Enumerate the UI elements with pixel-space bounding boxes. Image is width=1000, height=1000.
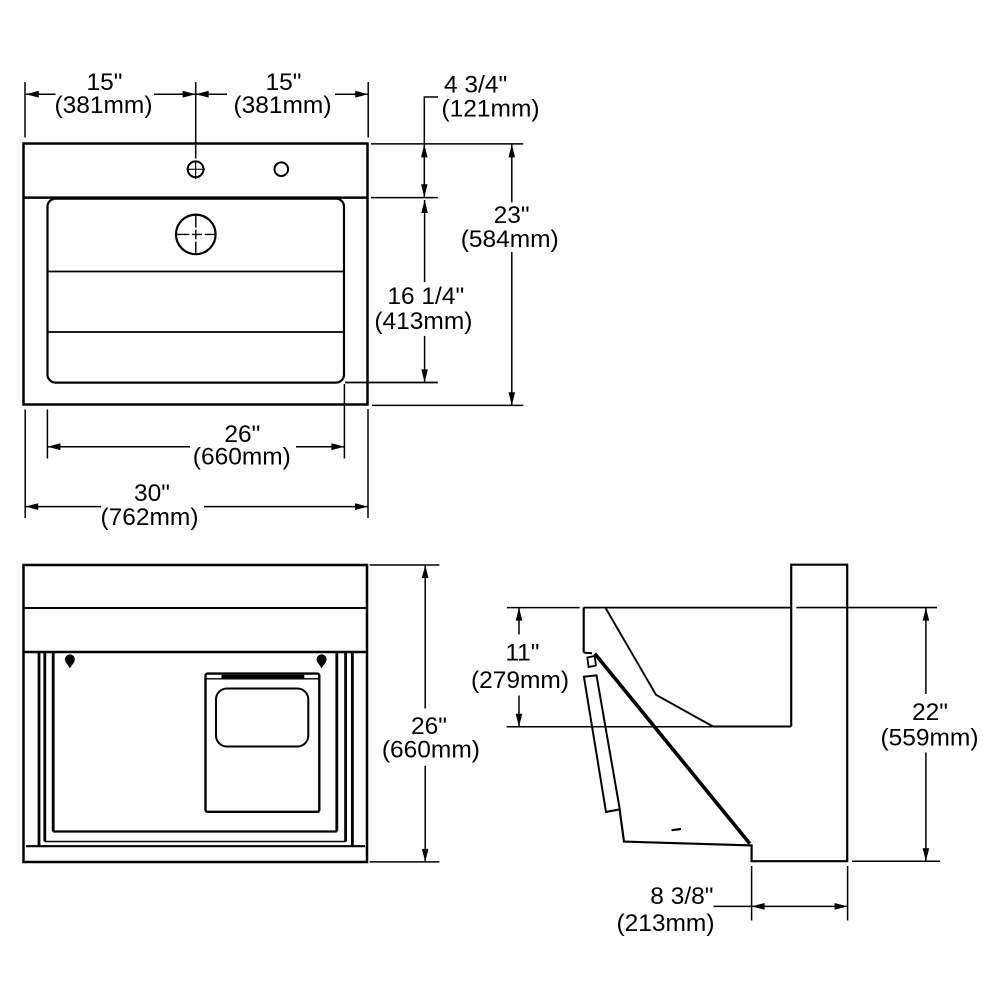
svg-text:(381mm): (381mm) [54,92,152,119]
svg-text:(413mm): (413mm) [374,308,472,335]
svg-text:4 3/4": 4 3/4" [444,72,507,99]
svg-text:23": 23" [494,202,530,229]
svg-text:(279mm): (279mm) [471,667,569,694]
svg-text:15": 15" [266,69,302,96]
svg-text:(762mm): (762mm) [100,504,198,531]
svg-text:8 3/8": 8 3/8" [650,883,713,910]
svg-text:(660mm): (660mm) [382,737,480,764]
svg-text:(559mm): (559mm) [880,725,978,752]
svg-text:(121mm): (121mm) [442,96,540,123]
svg-text:(381mm): (381mm) [233,92,331,119]
svg-text:22": 22" [912,699,948,726]
svg-text:16 1/4": 16 1/4" [387,283,464,310]
svg-text:15": 15" [87,69,123,96]
svg-text:26": 26" [224,421,260,448]
svg-text:(213mm): (213mm) [616,910,714,937]
svg-text:30": 30" [134,480,170,507]
svg-text:26": 26" [411,713,447,740]
svg-text:(660mm): (660mm) [193,443,291,470]
svg-text:11": 11" [505,640,539,667]
svg-text:(584mm): (584mm) [461,226,559,253]
